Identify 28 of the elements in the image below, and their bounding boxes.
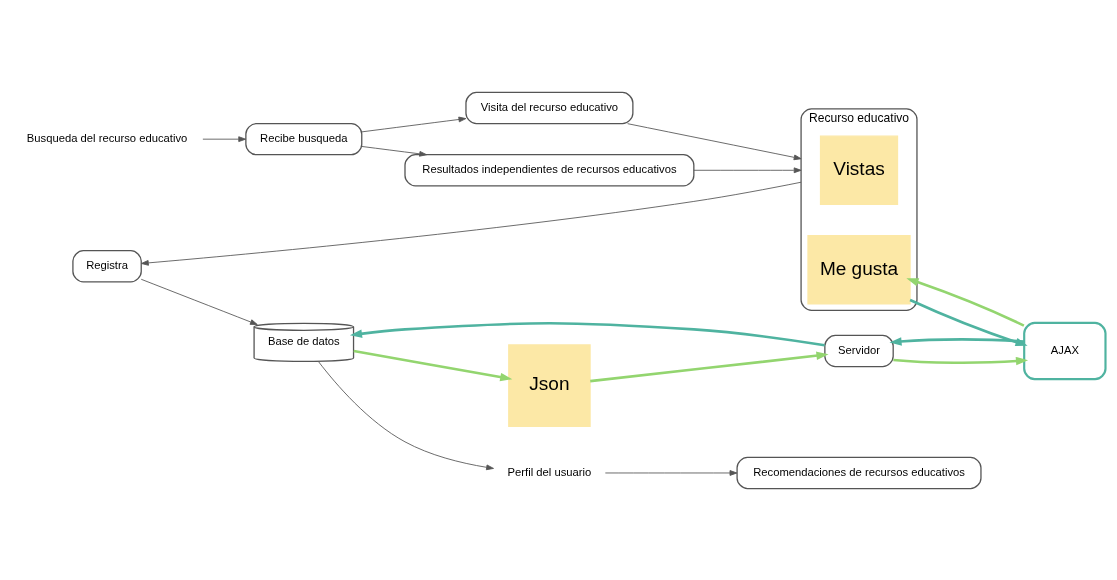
- node-box: AJAX: [1023, 321, 1107, 380]
- arrow: [604, 469, 738, 476]
- node-text: Perfil del usuario: [507, 465, 592, 478]
- node-box: Resultados independientes de recursos educativos: [404, 153, 695, 186]
- arrow: [893, 356, 1029, 365]
- arrow: [140, 278, 258, 325]
- node-box: Json: [508, 343, 591, 427]
- node-box: Servidor: [824, 334, 894, 367]
- node-box: Recibe busqueda: [245, 122, 363, 155]
- arrow: [906, 277, 1025, 327]
- node-box: Visita del recurso educativo: [465, 91, 634, 124]
- node-box: Recomendaciones de recursos educativos: [736, 456, 982, 489]
- arrow: [361, 145, 427, 157]
- arrow: [361, 116, 467, 132]
- arrow: [693, 166, 802, 173]
- arrow: [353, 349, 513, 381]
- node-box: Registra: [72, 249, 142, 282]
- arrow: [349, 321, 825, 347]
- node-box: Vistas: [819, 135, 899, 205]
- arrow: [909, 298, 1028, 346]
- arrow: [590, 351, 829, 382]
- arrow: [627, 122, 802, 160]
- arrow: [141, 181, 802, 266]
- arrow: [889, 336, 1025, 346]
- arrow: [202, 135, 247, 142]
- node-text: Busqueda del recurso educativo: [26, 131, 188, 144]
- node-box: Me gusta: [807, 234, 911, 305]
- arrow: [318, 360, 494, 470]
